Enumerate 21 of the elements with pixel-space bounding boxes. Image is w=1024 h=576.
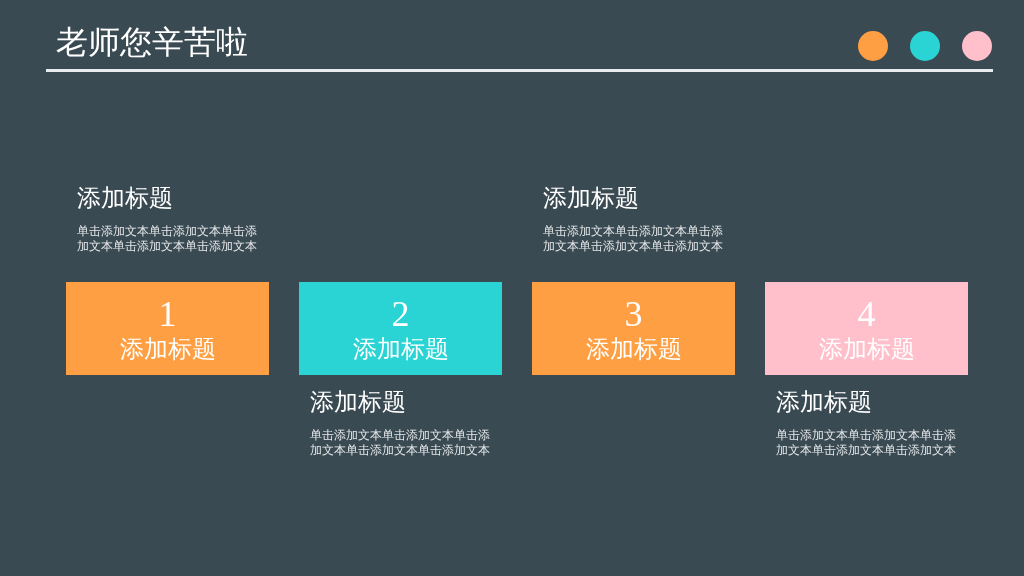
step-number: 2 <box>391 293 410 334</box>
item-heading: 添加标题 <box>543 184 640 213</box>
title: 老师您辛苦啦 <box>56 22 248 62</box>
step-number: 4 <box>857 293 876 334</box>
item-heading: 添加标题 <box>310 388 407 417</box>
item-description: 单击添加文本单击添加文本单击添加文本单击添加文本单击添加文本 <box>310 428 491 458</box>
item-description: 单击添加文本单击添加文本单击添加文本单击添加文本单击添加文本 <box>543 224 724 254</box>
item-heading: 添加标题 <box>776 388 873 417</box>
step-title: 添加标题 <box>585 334 682 364</box>
item-heading: 添加标题 <box>77 184 174 213</box>
step-box <box>66 282 269 375</box>
step-title: 添加标题 <box>352 334 449 364</box>
step-title: 添加标题 <box>818 334 915 364</box>
step-title: 添加标题 <box>119 334 216 364</box>
step-number: 3 <box>624 293 643 334</box>
item-description: 单击添加文本单击添加文本单击添加文本单击添加文本单击添加文本 <box>776 428 957 458</box>
step-number: 1 <box>158 293 177 334</box>
step-box <box>532 282 735 375</box>
item-description: 单击添加文本单击添加文本单击添加文本单击添加文本单击添加文本 <box>77 224 258 254</box>
step-box <box>765 282 968 375</box>
step-box <box>299 282 502 375</box>
